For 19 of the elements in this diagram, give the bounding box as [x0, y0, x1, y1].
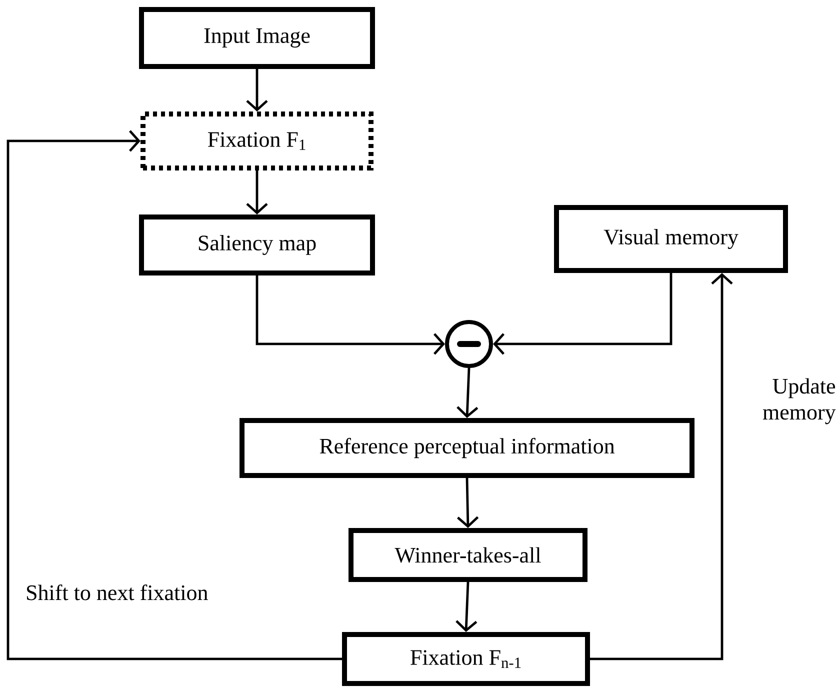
process-box: Visual memory: [554, 204, 788, 273]
process-box: Input Image: [139, 7, 375, 69]
process-box: Saliency map: [139, 214, 375, 276]
minus-circle: [445, 320, 493, 368]
process-box: Fixation F$_{n-1}$: [342, 632, 590, 686]
arrow: [456, 582, 478, 632]
arrow: [457, 478, 479, 528]
arrow: [246, 68, 268, 112]
arrow: [6, 130, 342, 660]
process-box: Winner-takes-all: [348, 528, 588, 582]
edge-label: Update memory: [762, 378, 836, 424]
arrow: [256, 275, 445, 355]
edge-label: Shift to next fixation: [27, 584, 208, 600]
arrow: [246, 170, 268, 214]
process-box: Reference perceptual information: [240, 418, 694, 478]
arrow: [493, 273, 672, 355]
arrow: [456, 368, 478, 418]
dotted-box: Fixation F$_{1}$: [140, 111, 374, 170]
arrow: [590, 272, 733, 660]
